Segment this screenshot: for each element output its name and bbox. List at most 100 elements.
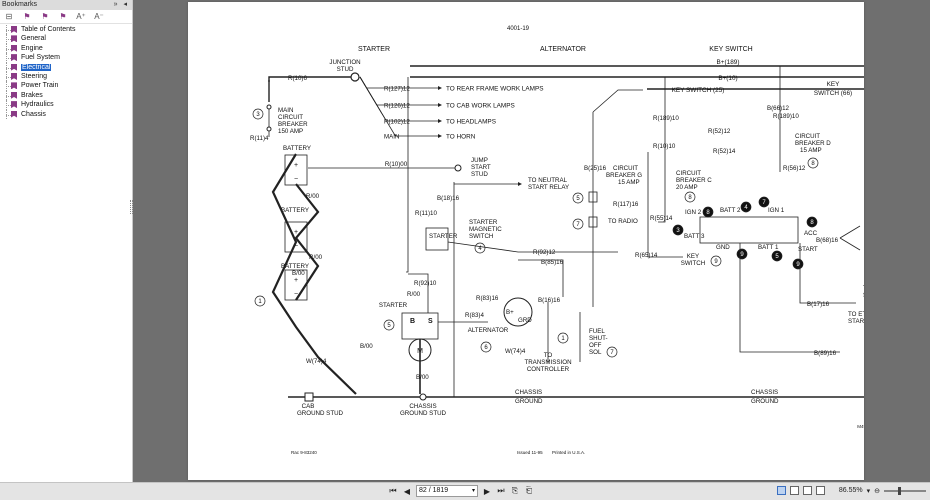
continuous-view-icon[interactable] (789, 486, 799, 495)
callout-circle (383, 319, 395, 331)
schematic-label: R(102)12 (384, 119, 410, 126)
schematic-label: SAFETY SWITCH (863, 292, 864, 299)
bookmark-item-steering[interactable]: Steering (0, 71, 132, 82)
expand-icon[interactable]: ⊟ (5, 12, 13, 21)
page-number: 4001-19 (507, 26, 530, 32)
schematic-label: KEY (827, 81, 841, 88)
callout-circle (758, 196, 770, 208)
bookmark-item-brakes[interactable]: Brakes (0, 90, 132, 101)
bookmark-item-engine[interactable]: Engine (0, 43, 132, 54)
bookmark-item-fuel-system[interactable]: Fuel System (0, 53, 132, 63)
arrow-head (518, 182, 522, 186)
bookmark-find-icon[interactable]: ⚑ (59, 12, 67, 21)
wire (359, 76, 438, 137)
cab-ground-stud (304, 392, 314, 402)
bookmark-label: Fuel System (21, 54, 60, 62)
bookmark-label: Electrical (21, 63, 52, 71)
wire (268, 76, 351, 82)
wire (799, 243, 856, 304)
schematic-label: MAIN (278, 107, 293, 114)
zoom-slider[interactable] (884, 486, 926, 495)
schematic-label: R(127)12 (384, 86, 410, 93)
last-page-icon[interactable]: ⏭ (497, 486, 505, 495)
bookmark-add-icon[interactable]: ⚑ (23, 12, 31, 21)
bookmark-item-hydraulics[interactable]: Hydraulics (0, 100, 132, 110)
schematic-label: CHASSIS (515, 389, 542, 396)
schematic-label: R(65)14 (635, 252, 658, 259)
footer-left: Rac 9-83240 (291, 450, 317, 455)
schematic-label: BATTERY (281, 263, 309, 270)
bookmark-icon (11, 91, 17, 99)
paste-icon[interactable]: ⎗ (525, 486, 533, 495)
schematic-label: GRD (518, 317, 532, 324)
callout-number: 1 (258, 299, 262, 305)
continuous-facing-view-icon[interactable] (815, 486, 825, 495)
single-page-view-icon[interactable] (776, 486, 786, 495)
schematic-label: 15 AMP (618, 179, 640, 186)
starter-b-terminal: B (410, 318, 415, 325)
schematic-label: GROUND (751, 398, 779, 405)
schematic-label: CIRCUIT (676, 170, 701, 177)
callout-number: 5 (576, 196, 580, 202)
section-alternator: ALTERNATOR (540, 46, 586, 53)
zoom-level: 86.55% (838, 487, 863, 494)
arrow-head (438, 103, 442, 107)
battery-cable (271, 153, 357, 395)
schematic-label: BATT 2 (720, 207, 741, 214)
next-page-icon[interactable]: ▶ (483, 486, 491, 496)
schematic-label: R(189)10 (653, 115, 679, 122)
battery-cell (284, 221, 308, 253)
facing-view-icon[interactable] (802, 486, 812, 495)
schematic-label: START (798, 246, 818, 253)
schematic-label: BREAKER (278, 121, 308, 128)
bookmark-remove-icon[interactable]: ⚑ (41, 12, 49, 21)
font-increase-icon[interactable]: A⁺ (76, 12, 86, 21)
font-decrease-icon[interactable]: A⁻ (94, 12, 104, 21)
panel-splitter[interactable] (130, 200, 133, 214)
bookmark-item-chassis[interactable]: Chassis (0, 109, 132, 120)
callout-number: 9 (796, 262, 800, 268)
callout-circle (710, 255, 722, 267)
schematic-label: 150 AMP (278, 128, 303, 135)
bookmark-item-general[interactable]: General (0, 34, 132, 45)
bookmark-item-electrical[interactable]: Electrical (0, 62, 132, 73)
zoom-dropdown-icon[interactable]: ▾ (866, 487, 871, 495)
bookmark-label: Table of Contents (21, 26, 76, 33)
schematic-label: R(10)10 (653, 143, 676, 150)
bookmark-icon (11, 72, 17, 80)
first-page-icon[interactable]: ⏮ (389, 486, 397, 495)
zoom-slider-knob[interactable] (898, 486, 901, 495)
schematic-label: W(74)4 (306, 358, 327, 365)
previous-page-icon[interactable]: ◀ (403, 486, 411, 496)
wire (839, 225, 861, 239)
wire (518, 259, 564, 297)
arrow-label: TO HEADLAMPS (446, 119, 496, 126)
schematic-label: B(66)12 (767, 105, 790, 112)
zoom-out-icon[interactable]: ⊖ (874, 487, 880, 495)
callout-number: 7 (576, 222, 580, 228)
callout-number: 8 (706, 210, 710, 216)
wire (408, 273, 429, 313)
schematic-label: STARTER (469, 219, 498, 226)
panel-controls[interactable]: » ◂ (113, 1, 129, 8)
page-number-field[interactable]: 82 / 1819 ▾ (416, 485, 478, 497)
schematic-label: OFF (589, 342, 602, 349)
bookmark-icon (11, 44, 17, 52)
schematic-label: STUD (471, 171, 488, 178)
schematic-label: R/00 (407, 291, 421, 298)
schematic-label: R(92)12 (533, 249, 556, 256)
bookmark-label: Hydraulics (21, 101, 54, 109)
schematic-label: TO NEUTRAL (863, 285, 864, 292)
copy-icon[interactable]: ⎘ (511, 486, 519, 495)
bookmark-item-table-of-contents[interactable]: Table of Contents (0, 25, 132, 35)
bookmark-item-power-train[interactable]: Power Train (0, 81, 132, 92)
schematic-label: CAB (302, 403, 315, 410)
schematic-label: TO ETHER (848, 311, 864, 318)
schematic-label: CHASSIS (409, 403, 436, 410)
callout-circle (572, 192, 584, 204)
chevron-down-icon[interactable]: ▾ (471, 488, 475, 494)
schematic-label: B+(10) (718, 75, 737, 82)
